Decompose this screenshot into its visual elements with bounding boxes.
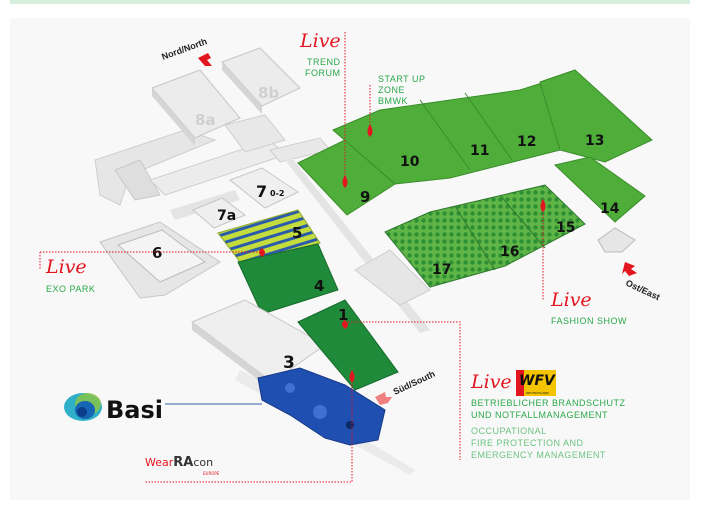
south-label: Süd/South <box>392 369 437 397</box>
compass-north: Nord/North <box>160 36 212 66</box>
hall-15-label: 15 <box>556 220 575 236</box>
startup-line: BMWK <box>378 96 408 106</box>
marker-icon <box>342 175 348 188</box>
exo-park-label: EXO PARK <box>46 284 95 294</box>
pavilion <box>597 227 636 253</box>
top-bar <box>10 0 690 4</box>
wfv-logo: WFV DEUTSCHLAND <box>516 370 556 396</box>
svg-text:WearRAcon: WearRAcon <box>145 455 213 470</box>
compass-east: Ost/East <box>622 262 661 302</box>
marker-icon <box>349 370 355 383</box>
hall-12-label: 12 <box>517 134 536 150</box>
hall-6[interactable]: 6 <box>99 221 221 299</box>
hall-5-label: 5 <box>292 224 302 242</box>
hall-7-0-2[interactable]: 7 0-2 <box>229 167 300 209</box>
hall-4-label: 4 <box>314 277 324 295</box>
live-label: Live <box>45 256 87 278</box>
hall-8a-label: 8a <box>195 111 216 129</box>
halls-15-17[interactable]: 17 16 15 <box>384 184 586 288</box>
callout-exo-park[interactable]: Live EXO PARK <box>45 256 95 294</box>
hall-3-label: 3 <box>283 353 295 373</box>
hall-9-label: 9 <box>360 188 370 206</box>
fire-de-line: UND NOTFALLMANAGEMENT <box>471 410 608 420</box>
startup-line: START UP <box>378 74 426 84</box>
hall-14-label: 14 <box>600 201 620 217</box>
hall-16-label: 16 <box>500 244 519 260</box>
live-markers <box>259 124 546 383</box>
callout-fire-protection[interactable]: Live WFV DEUTSCHLAND BETRIEBLICHER BRAND… <box>470 370 626 460</box>
marker-icon <box>367 124 373 137</box>
marker-icon <box>540 199 546 212</box>
hall-13-label: 13 <box>585 133 604 149</box>
south-arrow-icon <box>375 392 392 405</box>
fire-en-line: FIRE PROTECTION AND <box>471 438 584 448</box>
hall-8b-label: 8b <box>258 84 279 102</box>
wearracon-logo[interactable]: WearRAcon EUROPE <box>145 455 220 476</box>
east-label: Ost/East <box>624 278 661 302</box>
live-label: Live <box>299 30 341 52</box>
east-arrow-icon <box>622 262 637 276</box>
marker-icon <box>342 320 348 329</box>
hall-6-label: 6 <box>152 244 162 262</box>
hall-7a[interactable]: 7a <box>192 197 247 229</box>
hall-1-label: 1 <box>338 306 348 324</box>
hall-11-label: 11 <box>470 143 489 159</box>
callout-fashion-show[interactable]: Live FASHION SHOW <box>550 289 627 326</box>
svg-text:WFV: WFV <box>519 373 556 389</box>
callout-lines <box>39 32 544 483</box>
svg-text:EUROPE: EUROPE <box>203 471 220 476</box>
callout-startup-zone[interactable]: START UP ZONE BMWK <box>378 74 426 106</box>
callout-trend-forum[interactable]: Live TREND FORUM <box>299 30 341 78</box>
basi-logo[interactable]: Basi <box>64 393 262 424</box>
basi-wordmark: Basi <box>106 396 163 424</box>
svg-text:DEUTSCHLAND: DEUTSCHLAND <box>526 391 550 395</box>
fire-en-line: OCCUPATIONAL <box>471 426 547 436</box>
hall-1[interactable]: 1 <box>297 299 399 391</box>
marker-icon <box>259 248 265 257</box>
north-arrow-icon <box>198 53 212 66</box>
hall-4[interactable]: 4 <box>237 243 339 315</box>
hall-14[interactable]: 14 <box>553 156 646 253</box>
fire-de-line: BETRIEBLICHER BRANDSCHUTZ <box>471 398 626 408</box>
hall-7a-label: 7a <box>217 208 236 224</box>
live-label: Live <box>550 289 592 311</box>
fire-en-line: EMERGENCY MANAGEMENT <box>471 450 606 460</box>
hall-7-label: 7 <box>256 182 267 201</box>
trend-forum-line: FORUM <box>305 68 341 78</box>
fashion-show-label: FASHION SHOW <box>551 316 627 326</box>
hall-17-label: 17 <box>432 262 451 278</box>
halls-10-12[interactable]: 10 11 12 <box>332 81 561 185</box>
hall-7-sublabel: 0-2 <box>270 189 284 198</box>
hall-8b[interactable]: 8b <box>221 47 301 114</box>
startup-line: ZONE <box>378 85 405 95</box>
hall-13[interactable]: 13 <box>539 69 653 163</box>
hall-10-label: 10 <box>400 154 420 170</box>
trend-forum-line: TREND <box>307 57 341 67</box>
hall-8a[interactable]: 8a <box>151 69 241 146</box>
live-label: Live <box>470 371 512 393</box>
